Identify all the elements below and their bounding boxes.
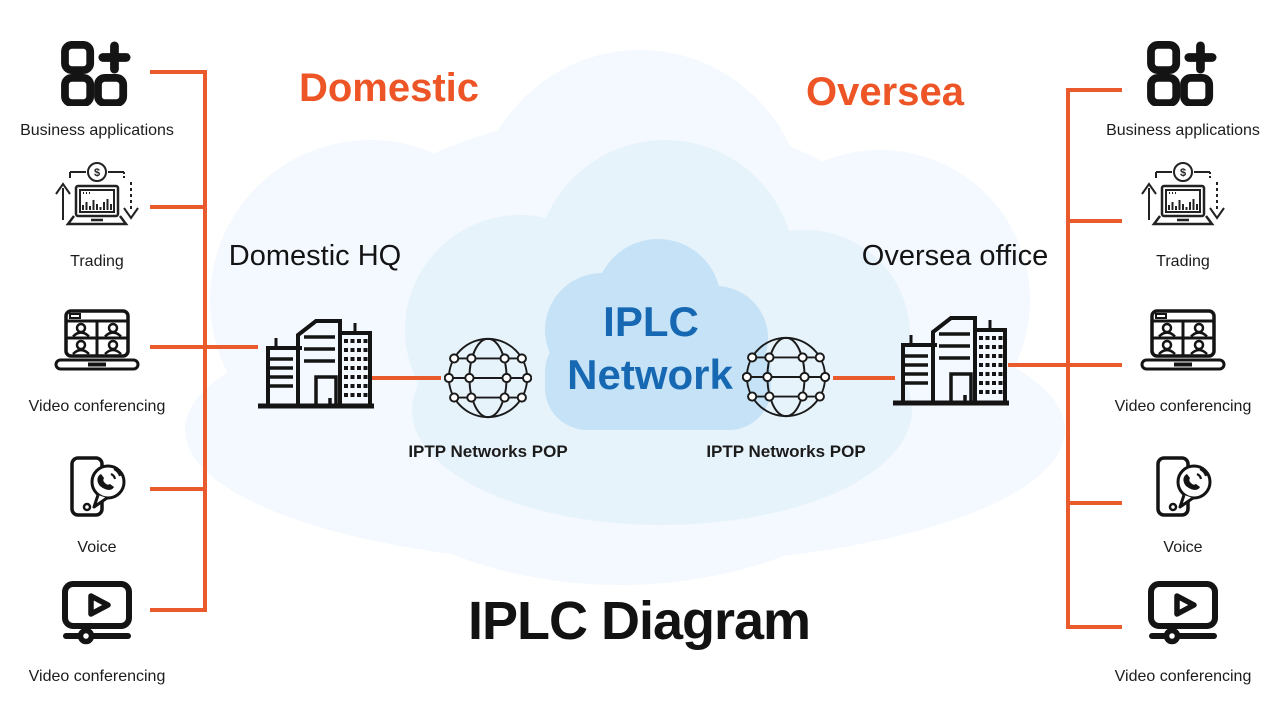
video-call-laptop-icon xyxy=(1140,308,1226,382)
domestic-hq-building-icon xyxy=(258,306,374,410)
video-call-laptop-icon xyxy=(54,308,140,382)
pop-label-right: IPTP Networks POP xyxy=(706,442,866,461)
service-label: Video conferencing xyxy=(28,398,166,415)
service-label: Business applications xyxy=(1106,122,1260,139)
service-label: Video conferencing xyxy=(1114,398,1252,415)
service-label: Voice xyxy=(77,539,117,556)
voice-phone-icon xyxy=(1144,453,1218,527)
service-label: Trading xyxy=(70,253,124,270)
trading-chart-laptop-icon: $ xyxy=(49,160,145,240)
cloud-inner-layer xyxy=(545,239,771,430)
diagram-title: IPLC Diagram xyxy=(467,591,811,651)
svg-text:$: $ xyxy=(1180,167,1186,179)
video-player-icon xyxy=(1144,581,1222,645)
iplc-network-label-line2: Network xyxy=(567,351,733,398)
service-label: Video conferencing xyxy=(28,668,166,685)
service-label: Video conferencing xyxy=(1114,668,1252,685)
service-label: Voice xyxy=(1163,539,1203,556)
service-label: Trading xyxy=(1156,253,1210,270)
iplc-network-label-line1: IPLC xyxy=(603,298,699,345)
left-services-column: Business applications $ Trading xyxy=(0,0,210,719)
apps-grid-icon xyxy=(1146,40,1220,106)
voice-phone-icon xyxy=(58,453,132,527)
trading-chart-laptop-icon: $ xyxy=(1135,160,1231,240)
pop-label-left: IPTP Networks POP xyxy=(408,442,568,461)
pop-globe-right-icon xyxy=(742,333,830,421)
domestic-hq-label: Domestic HQ xyxy=(228,240,402,272)
pop-globe-left-icon xyxy=(444,334,532,422)
right-services-column: Business applications $ Trading xyxy=(1070,0,1280,719)
oversea-heading: Oversea xyxy=(806,70,964,114)
orange-connector-lines xyxy=(150,70,1122,629)
svg-text:$: $ xyxy=(94,167,100,179)
service-label: Business applications xyxy=(20,122,174,139)
domestic-heading: Domestic xyxy=(298,66,480,110)
right-bus-line xyxy=(1066,88,1122,629)
video-player-icon xyxy=(58,581,136,645)
left-bus-line xyxy=(150,70,207,612)
apps-grid-icon xyxy=(60,40,134,106)
oversea-office-building-icon xyxy=(893,303,1009,407)
oversea-office-label: Oversea office xyxy=(861,240,1049,272)
